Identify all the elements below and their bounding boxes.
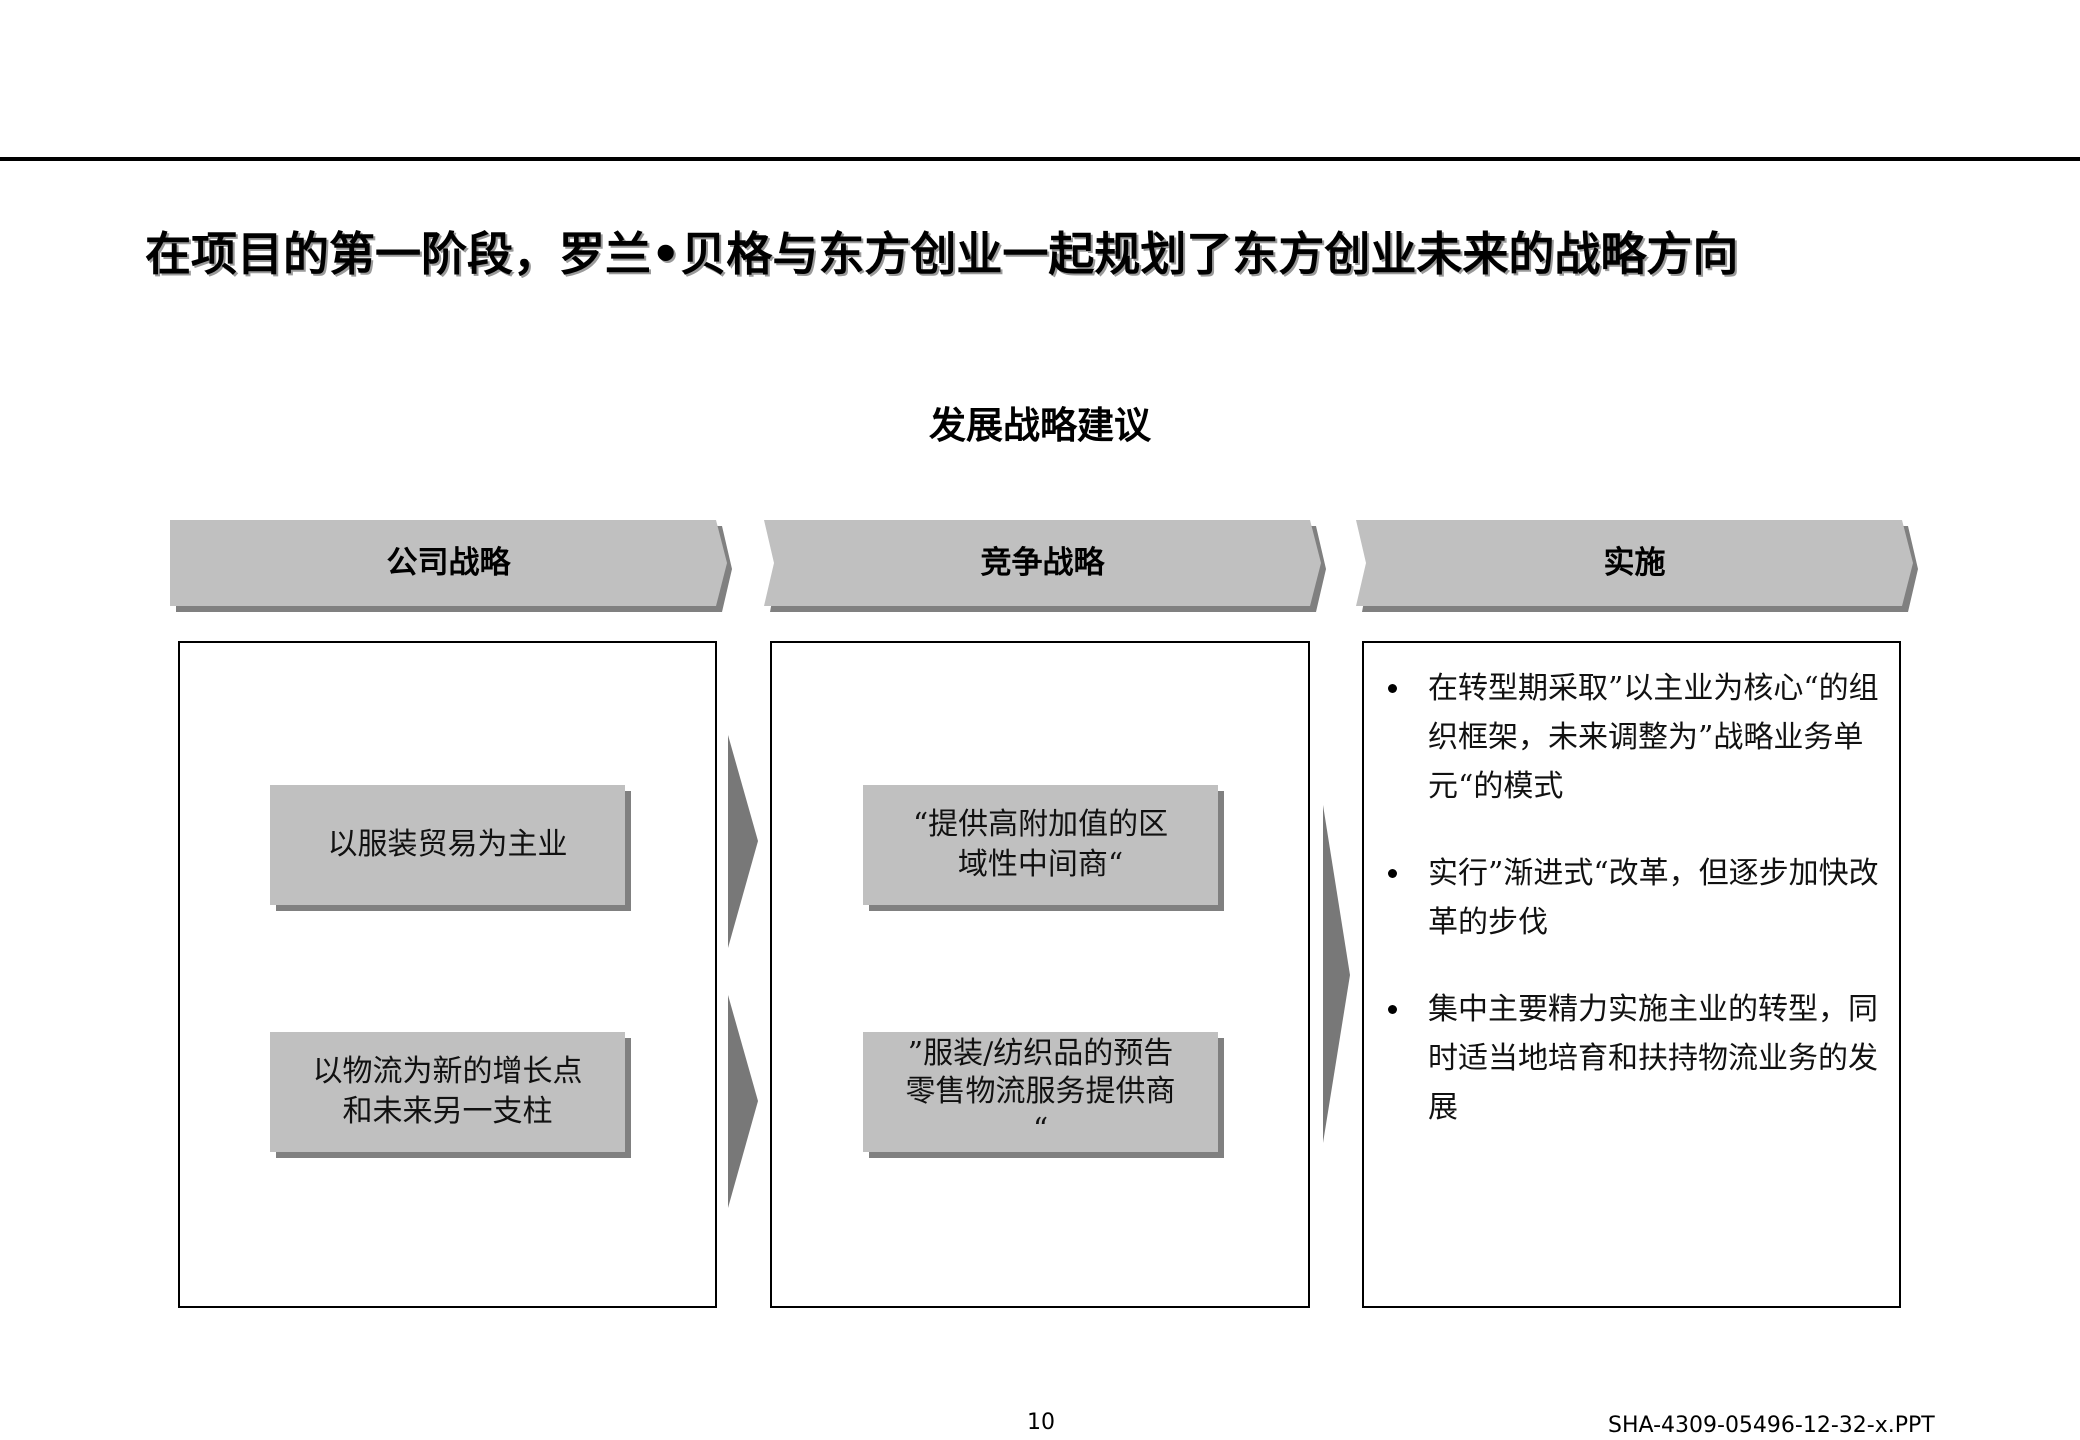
bullet-text: 实行”渐进式“改革，但逐步加快改革的步伐 [1428,856,1879,940]
implementation-panel [1362,641,1901,1308]
implementation-bullet-list: 在转型期采取”以主业为核心“的组织框架，未来调整为”战略业务单元“的模式 实行”… [1378,664,1898,1170]
bullet-text: 集中主要精力实施主业的转型，同时适当地培育和扶持物流业务的发展 [1428,992,1878,1125]
box-text-line: 零售物流服务提供商 [905,1074,1176,1109]
chevron-shape-icon [764,520,1326,612]
arrow-right-icon [728,735,758,948]
arrow-right-icon [728,995,758,1208]
bullet-dot-icon [1388,1005,1397,1014]
box-text-line: 和未来另一支柱 [342,1094,553,1129]
corporate-item-logistics: 以物流为新的增长点 和未来另一支柱 [270,1032,625,1152]
chevron-shape-icon [1356,520,1918,612]
bullet-dot-icon [1388,684,1397,693]
arrow-right-icon [1323,805,1350,1143]
document-id: SHA-4309-05496-12-32-x.PPT [1608,1413,1935,1438]
chevron-shape-icon [170,520,732,612]
bullet-item: 集中主要精力实施主业的转型，同时适当地培育和扶持物流业务的发展 [1378,985,1898,1132]
stage-label: 实施 [1603,545,1666,581]
box-text-line: “提供高附加值的区 [912,807,1169,842]
box-text-line: ”服装/纺织品的预告 [907,1036,1174,1071]
competitive-strategy-panel [770,641,1310,1308]
bullet-text: 在转型期采取”以主业为核心“的组织框架，未来调整为”战略业务单元“的模式 [1428,671,1879,804]
stage-label: 公司战略 [386,545,511,581]
corporate-strategy-panel [178,641,717,1308]
stage-chevron-implementation: 实施 [1356,520,1918,612]
bullet-dot-icon [1388,869,1397,878]
slide-title: 在项目的第一阶段，罗兰•贝格与东方创业一起规划了东方创业未来的战略方向 [145,227,1739,281]
corporate-item-main-business: 以服装贸易为主业 [270,785,625,905]
competitive-item-intermediary: “提供高附加值的区 域性中间商“ [863,785,1218,905]
header-rule [0,157,2080,161]
box-text-line: “ [1032,1112,1049,1147]
page-number: 10 [1027,1410,1055,1435]
box-text-line: 以物流为新的增长点 [312,1054,583,1089]
stage-chevron-corporate: 公司战略 [170,520,732,612]
stage-label: 竞争战略 [980,545,1105,581]
stage-chevron-competitive: 竞争战略 [764,520,1326,612]
box-text-line: 域性中间商“ [957,847,1124,882]
bullet-item: 实行”渐进式“改革，但逐步加快改革的步伐 [1378,849,1898,947]
box-text-line: 以服装贸易为主业 [327,827,568,862]
bullet-item: 在转型期采取”以主业为核心“的组织框架，未来调整为”战略业务单元“的模式 [1378,664,1898,811]
competitive-item-logistics-provider: ”服装/纺织品的预告 零售物流服务提供商 “ [863,1032,1218,1152]
section-subtitle: 发展战略建议 [929,404,1151,447]
